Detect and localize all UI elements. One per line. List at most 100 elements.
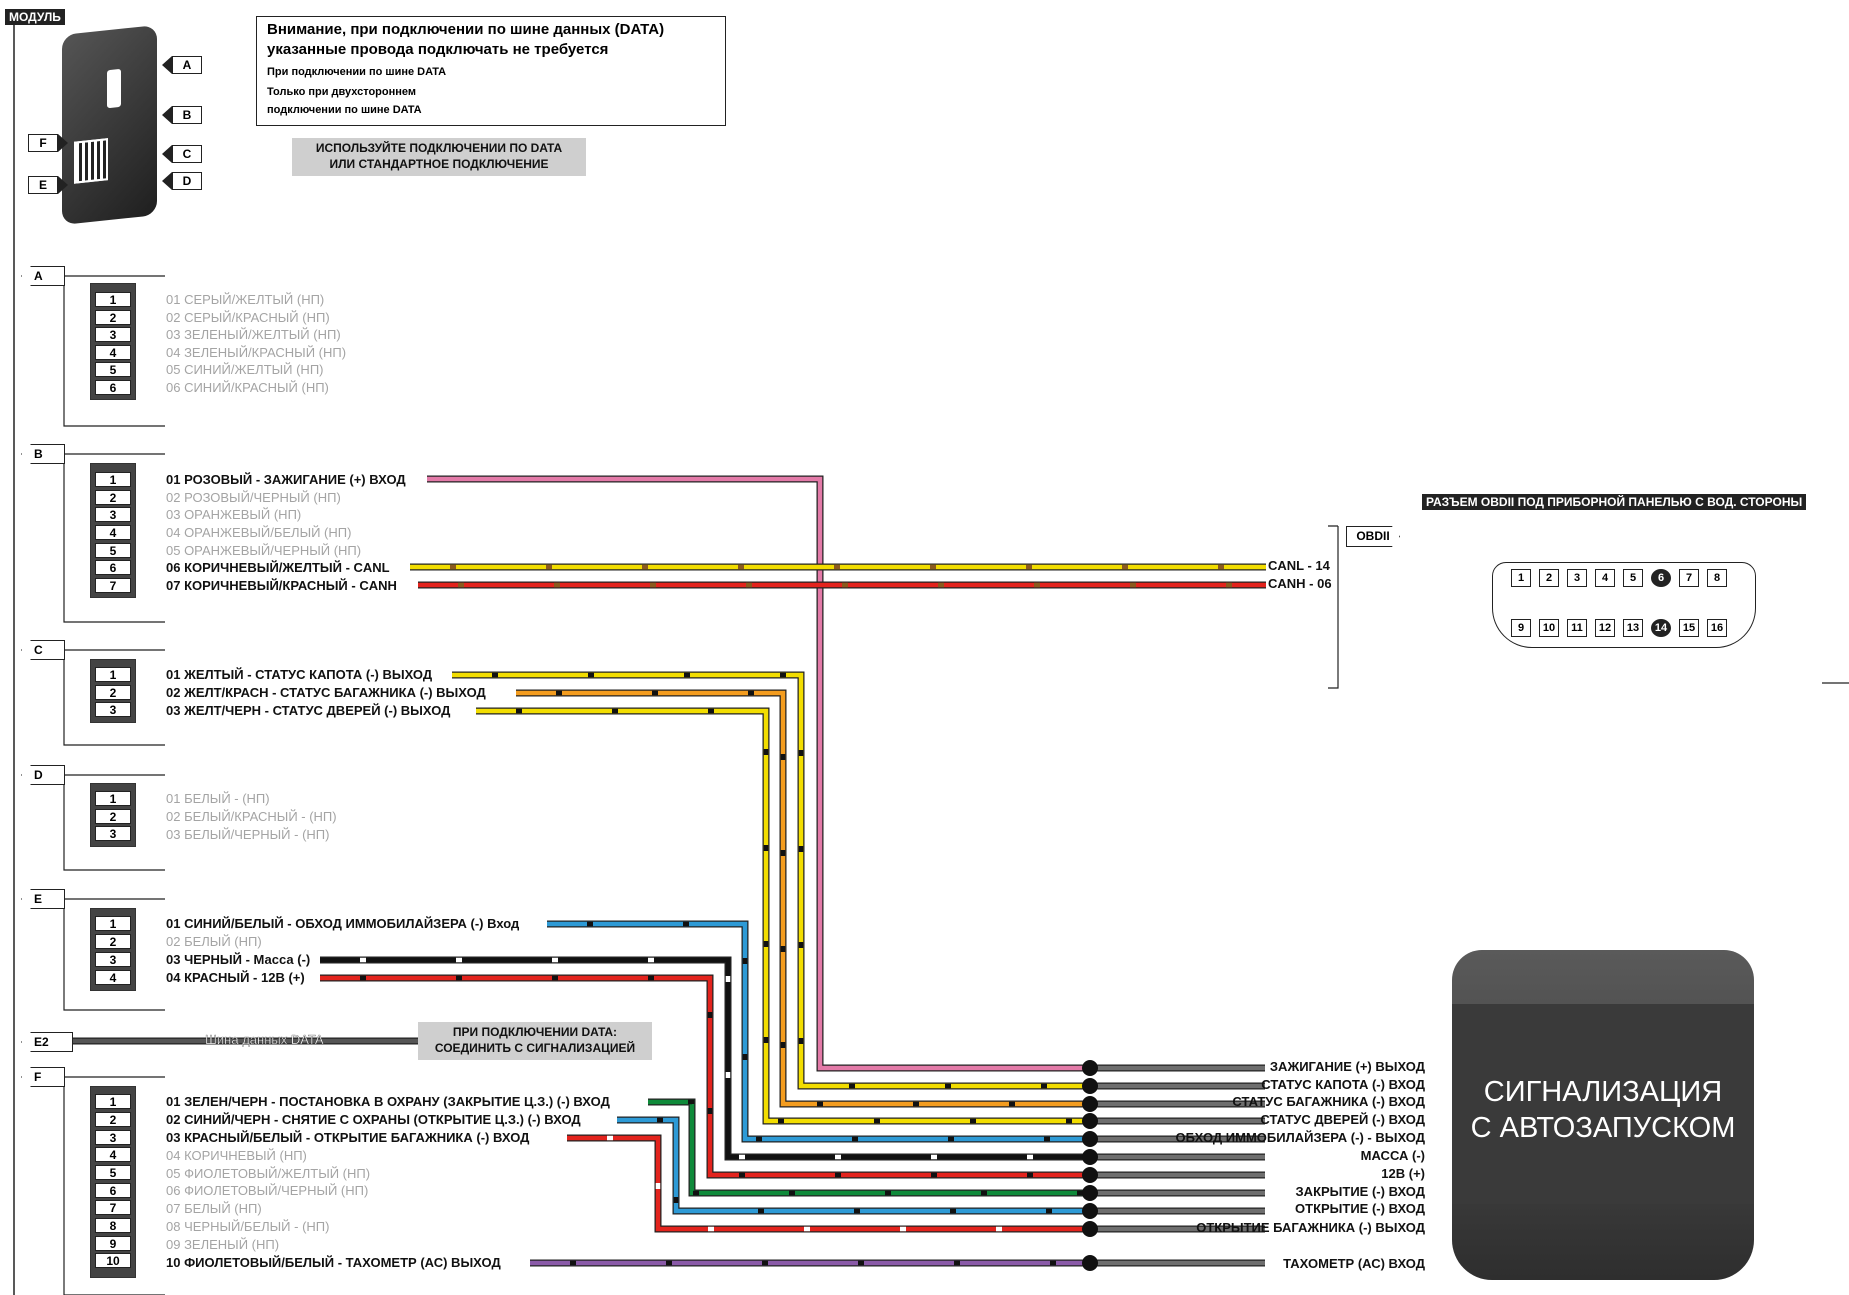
wire-e-01: 01 СИНИЙ/БЕЛЫЙ - ОБХОД ИММОБИЛАЙЗЕРА (-)… xyxy=(166,916,520,931)
wire-12v-outline xyxy=(320,974,1083,1179)
section-tag-c: C xyxy=(21,640,65,660)
alarm-out-ignition: ЗАЖИГАНИЕ (+) ВЫХОД xyxy=(1269,1059,1425,1074)
grey-note-line1: ИСПОЛЬЗУЙТЕ ПОДКЛЮЧЕНИИ ПО DATA xyxy=(315,141,563,155)
wire-e-03: 03 ЧЕРНЫЙ - Масса (-) xyxy=(166,952,311,967)
section-tag-f: F xyxy=(21,1067,65,1087)
alarm-out-hood: СТАТУС КАПОТА (-) ВХОД xyxy=(1261,1077,1425,1092)
pin: 3 xyxy=(95,826,131,841)
pin: 5 xyxy=(95,362,131,377)
pin: 5 xyxy=(95,543,131,558)
connector-b: 1 2 3 4 5 6 7 xyxy=(90,463,136,598)
pin: 2 xyxy=(95,1112,131,1127)
obd-pin: 3 xyxy=(1567,569,1587,587)
pin: 2 xyxy=(95,934,131,949)
pin: 7 xyxy=(95,1200,131,1215)
obd-pin: 15 xyxy=(1679,619,1699,637)
module-led xyxy=(107,68,121,109)
pin: 3 xyxy=(95,327,131,342)
wire-a-04: 04 ЗЕЛЕНЫЙ/КРАСНЫЙ (НП) xyxy=(166,345,347,360)
section-tag-d: D xyxy=(21,765,65,785)
alarm-out-12v: 12В (+) xyxy=(1381,1166,1425,1181)
junction-dot xyxy=(1082,1149,1098,1165)
pin: 1 xyxy=(95,292,131,307)
obd-pin: 1 xyxy=(1511,569,1531,587)
wire-trunk-status xyxy=(516,690,1083,1107)
alarm-out-lock: ЗАКРЫТИЕ (-) ВХОД xyxy=(1295,1184,1425,1199)
canh-label: CANH - 06 xyxy=(1268,576,1332,591)
wire-12v-stripe xyxy=(320,975,1083,1178)
wire-f-07: 07 БЕЛЫЙ (НП) xyxy=(166,1201,262,1216)
alarm-out-tacho: ТАХОМЕТР (АС) ВХОД xyxy=(1283,1256,1425,1271)
wire-a-03: 03 ЗЕЛЕНЫЙ/ЖЕЛТЫЙ (НП) xyxy=(166,327,341,342)
pin: 8 xyxy=(95,1218,131,1233)
alarm-out-immo: ОБХОД ИММОБИЛАЙЗЕРА (-) - ВЫХОД xyxy=(1175,1130,1425,1145)
junction-dot xyxy=(1082,1221,1098,1237)
wire-trunk-open-stripe xyxy=(567,1135,1083,1232)
wire-f-09: 09 ЗЕЛЕНЫЙ (НП) xyxy=(166,1237,280,1252)
wire-d-03: 03 БЕЛЫЙ/ЧЕРНЫЙ - (НП) xyxy=(166,827,330,842)
obd-pin: 13 xyxy=(1623,619,1643,637)
obd-pin: 5 xyxy=(1623,569,1643,587)
pin: 2 xyxy=(95,490,131,505)
connector-a: 1 2 3 4 5 6 xyxy=(90,283,136,400)
wire-hood xyxy=(452,672,1083,1089)
obd-bracket xyxy=(1328,525,1339,689)
alarm-title-2: С АВТОЗАПУСКОМ xyxy=(1470,1112,1736,1144)
note-line1: Внимание, при подключении по шине данных… xyxy=(267,21,665,38)
pin: 6 xyxy=(95,560,131,575)
pin: 1 xyxy=(95,667,131,682)
alarm-out-unlock: ОТКРЫТИЕ (-) ВХОД xyxy=(1295,1201,1425,1216)
wire-f-02: 02 СИНИЙ/ЧЕРН - СНЯТИЕ С ОХРАНЫ (ОТКРЫТИ… xyxy=(166,1112,581,1127)
section-bracket xyxy=(45,1076,165,1295)
section-tag-a: A xyxy=(21,266,65,286)
wire-d-02: 02 БЕЛЫЙ/КРАСНЫЙ - (НП) xyxy=(166,809,337,824)
obd-pin: 11 xyxy=(1567,619,1587,637)
junction-dot xyxy=(1082,1078,1098,1094)
wire-doors xyxy=(476,708,1083,1124)
e2-note: ПРИ ПОДКЛЮЧЕНИИ DATA: СОЕДИНИТЬ С СИГНАЛ… xyxy=(418,1022,652,1060)
obd-pin: 8 xyxy=(1707,569,1727,587)
connector-c: 1 2 3 xyxy=(90,659,136,723)
pin: 2 xyxy=(95,310,131,325)
alarm-out-ground: МАССА (-) xyxy=(1360,1148,1425,1163)
wire-f-03: 03 КРАСНЫЙ/БЕЛЫЙ - ОТКРЫТИЕ БАГАЖНИКА (-… xyxy=(166,1130,530,1145)
wire-trunk-open xyxy=(567,1135,1083,1232)
e2-note-line1: ПРИ ПОДКЛЮЧЕНИИ DATA: xyxy=(452,1025,618,1039)
alarm-out-trunk-status: СТАТУС БАГАЖНИКА (-) ВХОД xyxy=(1232,1094,1425,1109)
module-port-a: A xyxy=(162,55,202,74)
pin: 4 xyxy=(95,1147,131,1162)
obd-tag: OBDII xyxy=(1346,526,1400,547)
wire-a-01: 01 СЕРЫЙ/ЖЕЛТЫЙ (НП) xyxy=(166,292,325,307)
wire-e-04: 04 КРАСНЫЙ - 12В (+) xyxy=(166,970,305,985)
wire-e-02: 02 БЕЛЫЙ (НП) xyxy=(166,934,262,949)
connector-d: 1 2 3 xyxy=(90,783,136,847)
wire-12v xyxy=(320,975,1083,1178)
module-port-f: F xyxy=(28,133,68,152)
wire-c-01: 01 ЖЕЛТЫЙ - СТАТУС КАПОТА (-) ВЫХОД xyxy=(166,667,433,682)
wire-b-05: 05 ОРАНЖЕВЫЙ/ЧЕРНЫЙ (НП) xyxy=(166,543,362,558)
data-or-standard-note: ИСПОЛЬЗУЙТЕ ПОДКЛЮЧЕНИИ ПО DATA ИЛИ СТАН… xyxy=(292,138,586,176)
legend-two-way-2: подключении по шине DATA xyxy=(267,104,422,116)
wire-b-02: 02 РОЗОВЫЙ/ЧЕРНЫЙ (НП) xyxy=(166,490,341,505)
pin: 4 xyxy=(95,525,131,540)
section-bracket xyxy=(45,649,165,746)
data-bus-label: Шина данных DATA xyxy=(205,1032,324,1047)
junction-dot xyxy=(1082,1131,1098,1147)
pin: 1 xyxy=(95,791,131,806)
note-line2: указанные провода подключать не требуетс… xyxy=(267,41,609,58)
wire-c-03: 03 ЖЕЛТ/ЧЕРН - СТАТУС ДВЕРЕЙ (-) ВЫХОД xyxy=(166,703,451,718)
obd-pin: 4 xyxy=(1595,569,1615,587)
data-bus-note: Внимание, при подключении по шине данных… xyxy=(256,16,726,126)
pin: 10 xyxy=(95,1253,131,1268)
pin: 2 xyxy=(95,685,131,700)
wire-trunk-open-outline xyxy=(567,1134,1083,1233)
pin: 1 xyxy=(95,472,131,487)
module-port-e: E xyxy=(28,175,68,194)
connector-f: 1 2 3 4 5 6 7 8 9 10 xyxy=(90,1086,136,1278)
junction-dot xyxy=(1082,1203,1098,1219)
wire-a-02: 02 СЕРЫЙ/КРАСНЫЙ (НП) xyxy=(166,310,330,325)
section-bracket xyxy=(45,774,165,871)
obd-connector: 1 2 3 4 5 6 7 8 9 10 11 12 13 14 15 16 xyxy=(1492,562,1756,648)
grey-note-line2: ИЛИ СТАНДАРТНОЕ ПОДКЛЮЧЕНИЕ xyxy=(329,157,549,171)
